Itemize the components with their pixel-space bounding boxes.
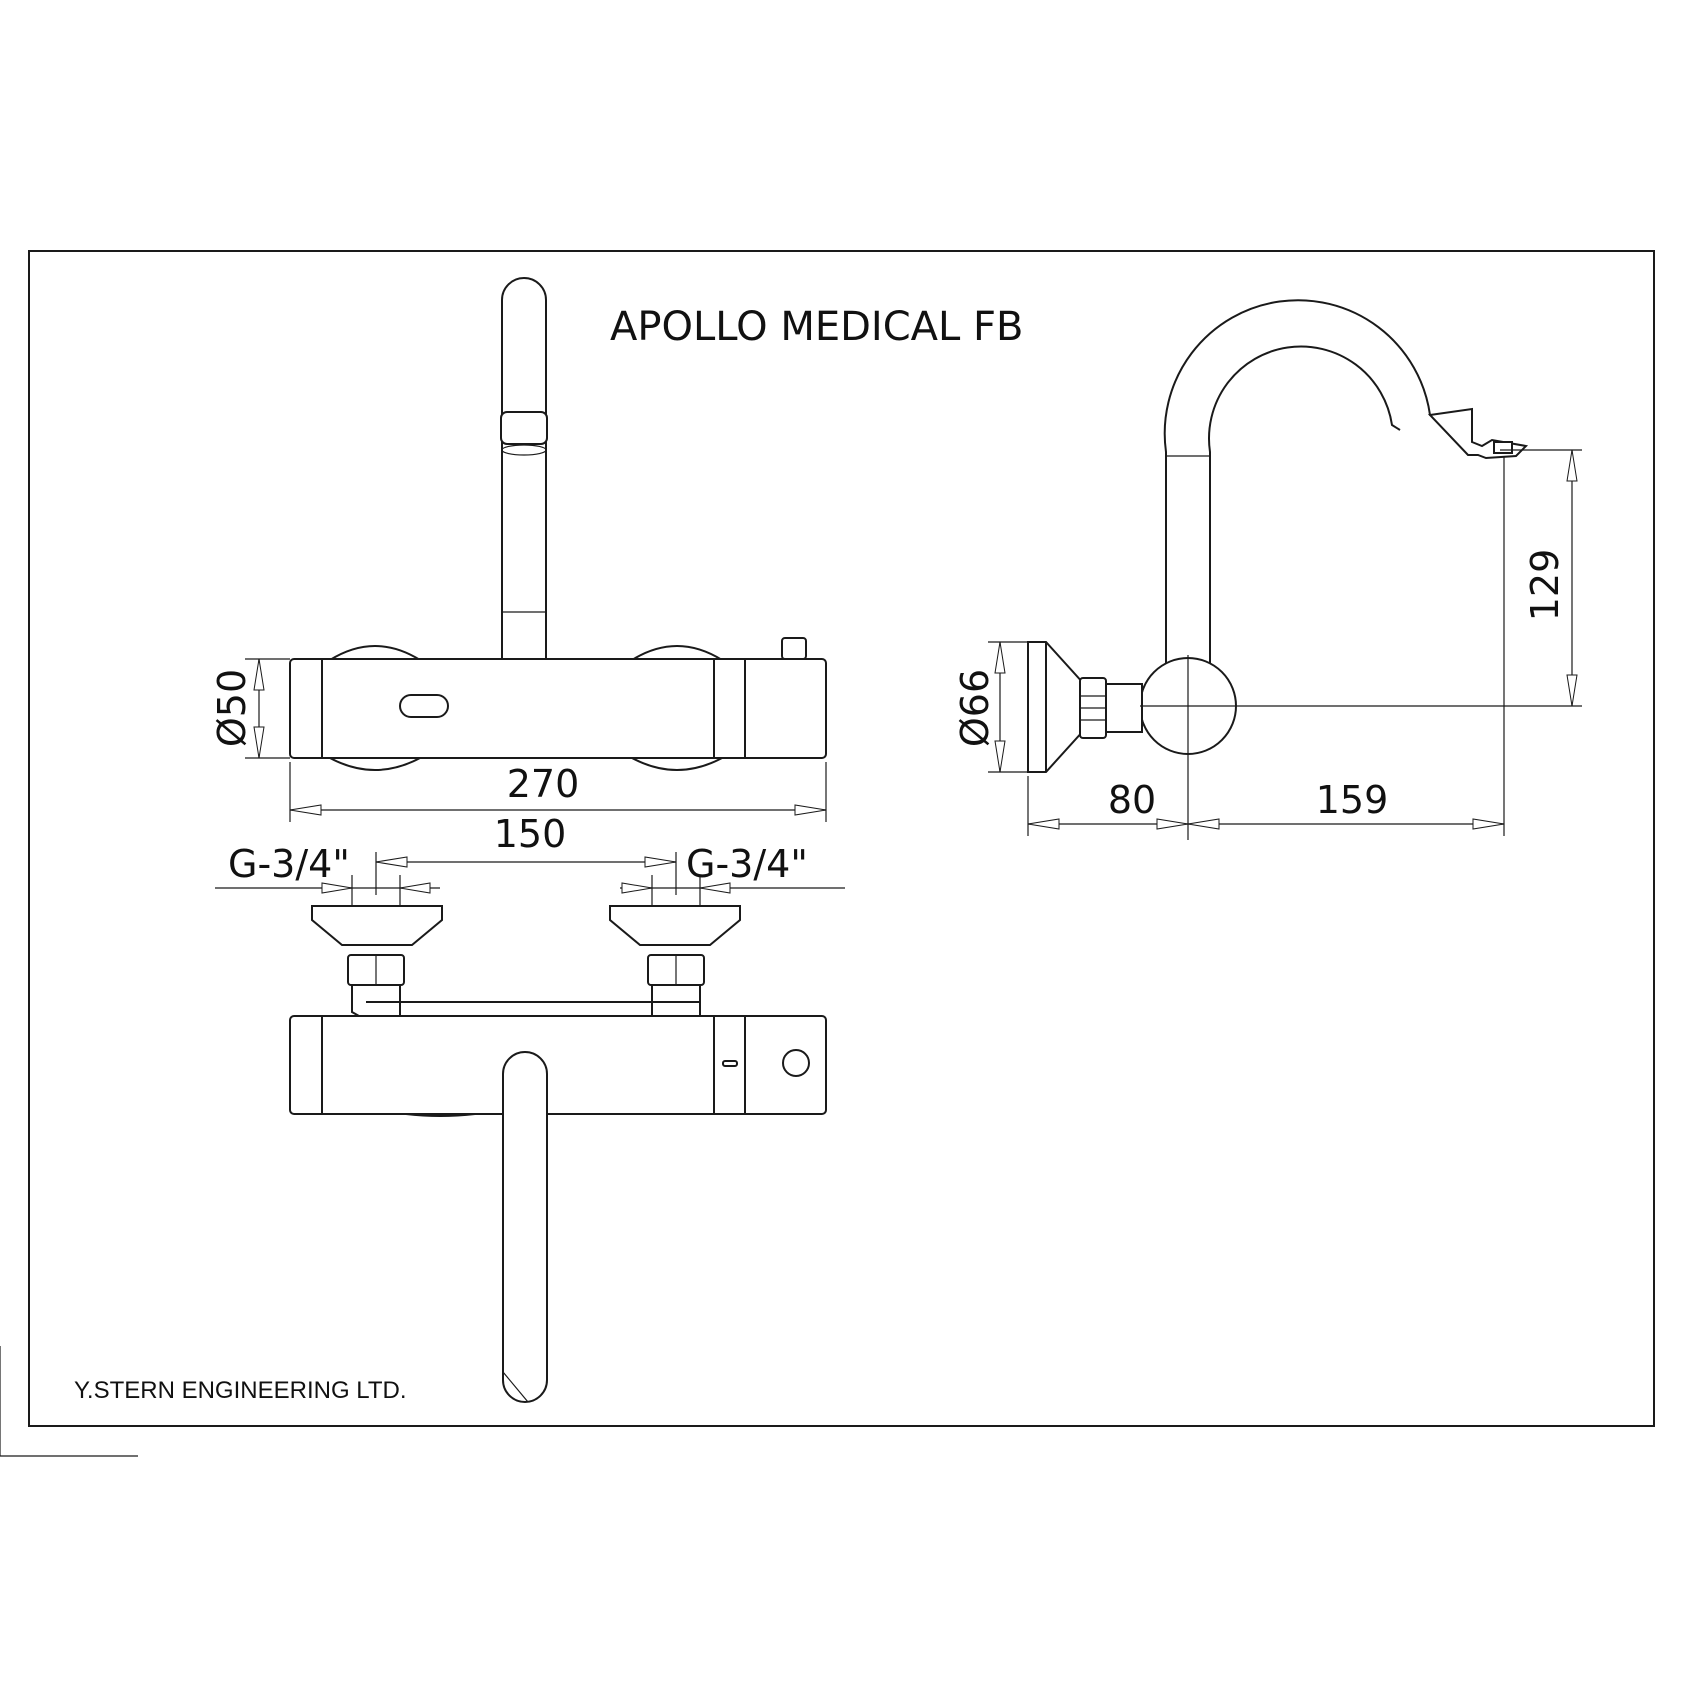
right-knob-lower <box>631 757 723 771</box>
dim66-arrow-bottom <box>994 740 1006 773</box>
dim80-arrow-right <box>1156 818 1189 830</box>
drawing-border <box>28 250 1655 1427</box>
dim-reach-159: 159 <box>1316 778 1389 822</box>
top-spout <box>502 1051 548 1403</box>
right-knob-outline <box>631 645 723 661</box>
side-view: Ø66 129 80 159 <box>953 299 1582 840</box>
front-spout <box>501 277 547 667</box>
dim-spacing-150: 150 <box>494 812 567 856</box>
dim-diameter-66: Ø66 <box>953 669 997 747</box>
dim-height-129: 129 <box>1523 549 1567 622</box>
stop-button <box>781 637 807 660</box>
dim-width-270: 270 <box>507 762 580 806</box>
spout-tip-cut <box>502 1371 529 1403</box>
left-knob-outline <box>329 645 421 661</box>
dim129-arrow-top <box>1566 449 1578 482</box>
thread-left-arrow-b <box>399 882 431 894</box>
left-flange <box>311 905 443 946</box>
thread-right-arrow-a <box>621 882 653 894</box>
dim129-arrow-bottom <box>1566 674 1578 707</box>
dim66-arrow-top <box>994 641 1006 674</box>
dim150-arrow-left <box>375 856 408 868</box>
dim50-arrow-top <box>253 658 265 691</box>
dim159-arrow-left <box>1187 818 1220 830</box>
body-underside <box>405 1113 476 1117</box>
control-knob <box>782 1049 810 1077</box>
right-flange <box>609 905 741 946</box>
dim-diameter-50: Ø50 <box>210 669 254 747</box>
dim50-arrow-bottom <box>253 726 265 759</box>
spout-ring <box>500 411 548 445</box>
front-body <box>289 658 827 759</box>
side-spout-outer <box>1163 299 1437 615</box>
thread-left-arrow-a <box>321 882 353 894</box>
top-view: 150 G-3/4" G-3/4" <box>215 812 845 1403</box>
dim-depth-80: 80 <box>1108 778 1156 822</box>
drawing-title: APOLLO MEDICAL FB <box>610 304 1023 350</box>
side-spout-inner <box>1208 345 1401 615</box>
sensor-window <box>399 694 449 718</box>
side-flange <box>1027 641 1085 773</box>
dim270-arrow-left <box>289 804 322 816</box>
thread-label-right: G-3/4" <box>686 842 808 886</box>
dim159-arrow-right <box>1472 818 1505 830</box>
dim80-arrow-left <box>1027 818 1060 830</box>
manufacturer-label: Y.STERN ENGINEERING LTD. <box>74 1377 407 1404</box>
front-view: Ø50 270 <box>210 277 827 822</box>
nozzle-tip <box>1493 441 1513 454</box>
side-stem <box>1105 683 1143 733</box>
thread-label-left: G-3/4" <box>228 842 350 886</box>
indicator-slot <box>722 1060 738 1067</box>
top-body <box>289 1015 827 1115</box>
left-knob-lower <box>329 757 421 771</box>
dim270-arrow-right <box>794 804 827 816</box>
corner-mark <box>0 1346 138 1457</box>
dim150-arrow-right <box>644 856 677 868</box>
spout-ring-bottom <box>501 444 547 456</box>
thread-right-arrow-b <box>699 882 731 894</box>
